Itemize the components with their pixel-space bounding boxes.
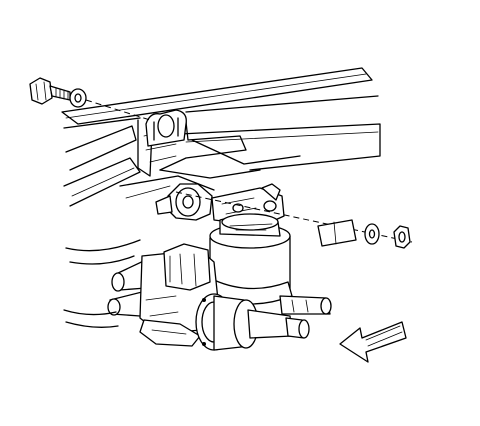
- axle-shaft: [247, 295, 332, 339]
- front-direction-arrow: [339, 321, 407, 363]
- bolt-axis-upper: [85, 99, 151, 121]
- mounting-bolt: [29, 77, 71, 105]
- pinion-flange: [195, 293, 259, 351]
- washer-right: [364, 223, 380, 245]
- frame-rail: [61, 67, 381, 207]
- bushing: [155, 183, 213, 221]
- nut: [393, 225, 411, 249]
- bracket-plate: [317, 219, 357, 247]
- spring-housing: [209, 213, 293, 305]
- leaf-spring: [63, 239, 141, 328]
- crossmember: [145, 109, 187, 147]
- washer-left: [69, 88, 87, 108]
